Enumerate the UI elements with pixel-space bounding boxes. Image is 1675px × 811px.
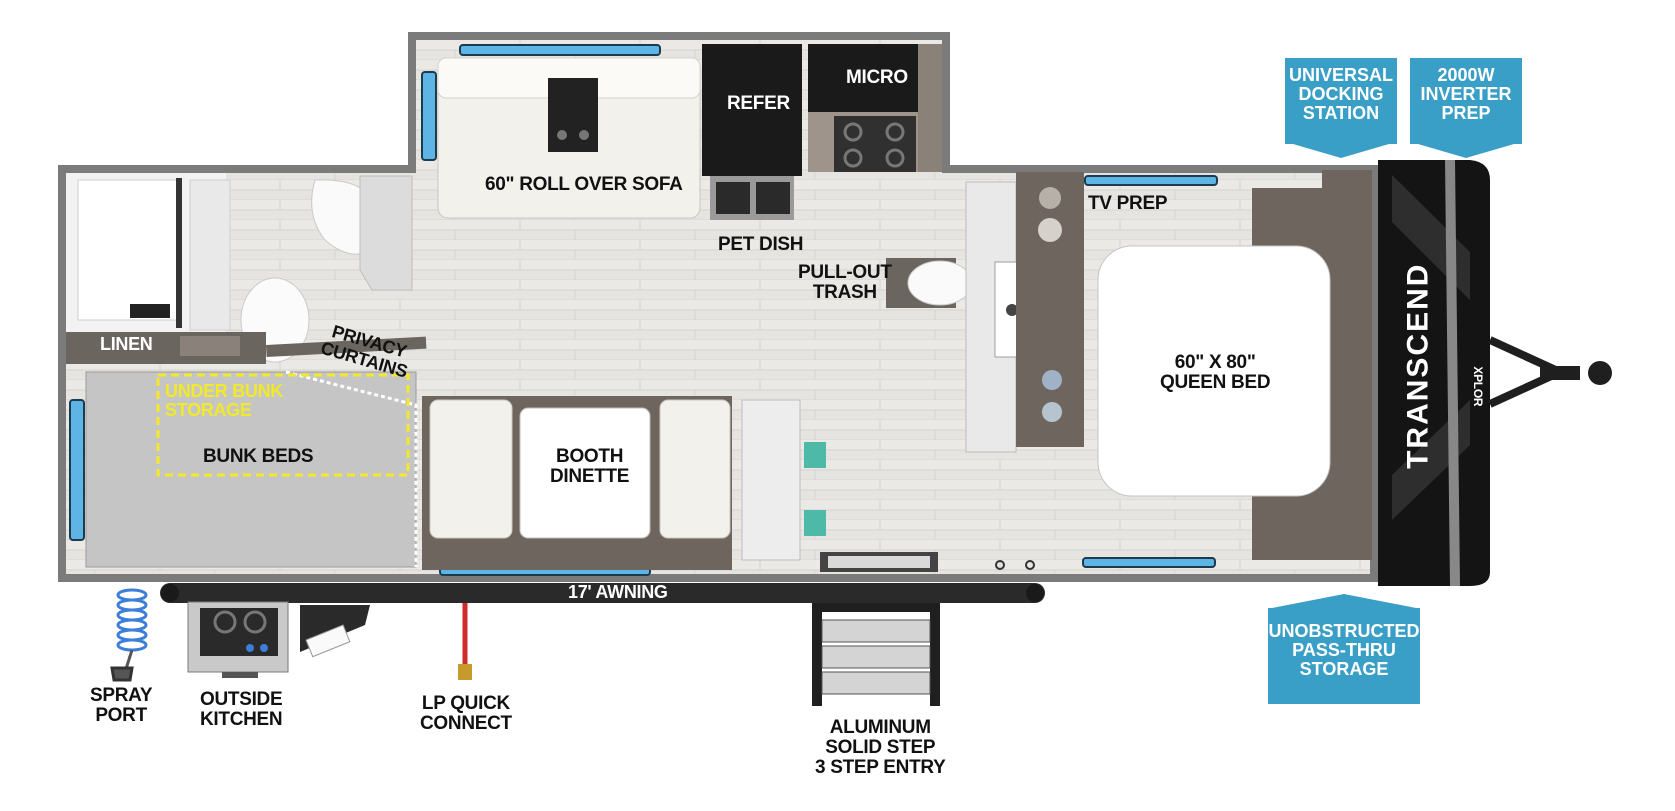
entry-mat	[820, 552, 1035, 572]
docking-line2: DOCKING	[1298, 83, 1384, 104]
inverter-line2: INVERTER	[1420, 83, 1512, 104]
galley-counter	[886, 172, 1084, 453]
brand-sub-logo: XPLOR	[1471, 366, 1486, 407]
spray-port-label: SPRAY PORT	[90, 685, 153, 726]
outside-kitchen-unit	[187, 601, 370, 678]
inverter-line3: PREP	[1441, 102, 1491, 123]
spray-port-line1: SPRAY	[90, 685, 153, 706]
step-line1: ALUMINUM	[829, 717, 931, 738]
dinette-furniture	[422, 396, 826, 570]
lp-line2: CONNECT	[420, 712, 512, 734]
trash-label-line1: PULL-OUT	[798, 262, 892, 283]
spray-port-line2: PORT	[95, 704, 147, 726]
outside-kitchen-label: OUTSIDE KITCHEN	[200, 689, 283, 730]
awning	[160, 583, 1045, 603]
hitch-tongue	[1488, 336, 1612, 408]
lp-line	[458, 603, 472, 680]
under-bunk-line2: STORAGE	[165, 399, 252, 420]
booth-label-line2: DINETTE	[550, 465, 630, 487]
refer-label: REFER	[727, 93, 790, 114]
windows	[69, 44, 1218, 576]
storage-line1: UNOBSTRUCTED	[1268, 621, 1420, 641]
front-cap	[1378, 160, 1490, 586]
queen-bed-label-line1: 60" x 80"	[1174, 352, 1256, 373]
lp-line1: LP QUICK	[421, 693, 510, 714]
trash-label-line2: TRASH	[812, 281, 877, 303]
step-line3: 3 STEP ENTRY	[815, 756, 946, 778]
lp-quick-connect-label: LP QUICK CONNECT	[420, 694, 512, 734]
queen-bed-label-line2: QUEEN BED	[1160, 371, 1271, 393]
bedroom	[1097, 170, 1372, 560]
outside-kitchen-line2: KITCHEN	[200, 708, 283, 730]
micro-label: MICRO	[846, 67, 908, 88]
awning-label: 17' AWNING	[568, 582, 668, 602]
under-bunk-storage-label: UNDER BUNK STORAGE	[165, 382, 283, 420]
tv-prep-label: TV PREP	[1088, 193, 1168, 214]
inverter-line1: 2000W	[1437, 65, 1495, 85]
trash-label: PULL-OUT TRASH	[798, 263, 892, 303]
spray-port-hose	[110, 588, 148, 682]
brand-logo: TRANSCEND	[1401, 262, 1435, 469]
under-bunk-line1: UNDER BUNK	[165, 381, 283, 401]
docking-line3: STATION	[1302, 102, 1380, 123]
storage-line2: PASS-THRU	[1292, 639, 1396, 660]
docking-line1: UNIVERSAL	[1288, 65, 1393, 85]
bathroom	[66, 173, 427, 364]
booth-label-line1: BOOTH	[556, 446, 624, 467]
booth-dinette-label: BOOTH DINETTE	[550, 447, 629, 487]
linen-label: LINEN	[100, 334, 153, 354]
inverter-prep-badge: 2000W INVERTER PREP	[1410, 58, 1522, 158]
entry-step	[812, 603, 940, 706]
pet-dish-label: PET DISH	[718, 234, 804, 255]
bunk-beds-label: BUNK BEDS	[203, 446, 314, 467]
bunk-beds	[85, 370, 418, 568]
outside-kitchen-line1: OUTSIDE	[200, 689, 283, 710]
kitchen-appliances	[702, 44, 942, 220]
storage-line3: STORAGE	[1299, 658, 1389, 679]
sofa-furniture	[437, 57, 701, 219]
sofa-label: 60" ROLL OVER SOFA	[485, 174, 683, 195]
step-line2: SOLID STEP	[825, 736, 936, 758]
pass-thru-storage-badge: UNOBSTRUCTED PASS-THRU STORAGE	[1268, 594, 1420, 704]
queen-bed-label: 60" x 80" QUEEN BED	[1160, 352, 1271, 393]
entry-step-label: ALUMINUM SOLID STEP 3 STEP ENTRY	[815, 718, 946, 778]
docking-station-badge: UNIVERSAL DOCKING STATION	[1285, 58, 1397, 158]
